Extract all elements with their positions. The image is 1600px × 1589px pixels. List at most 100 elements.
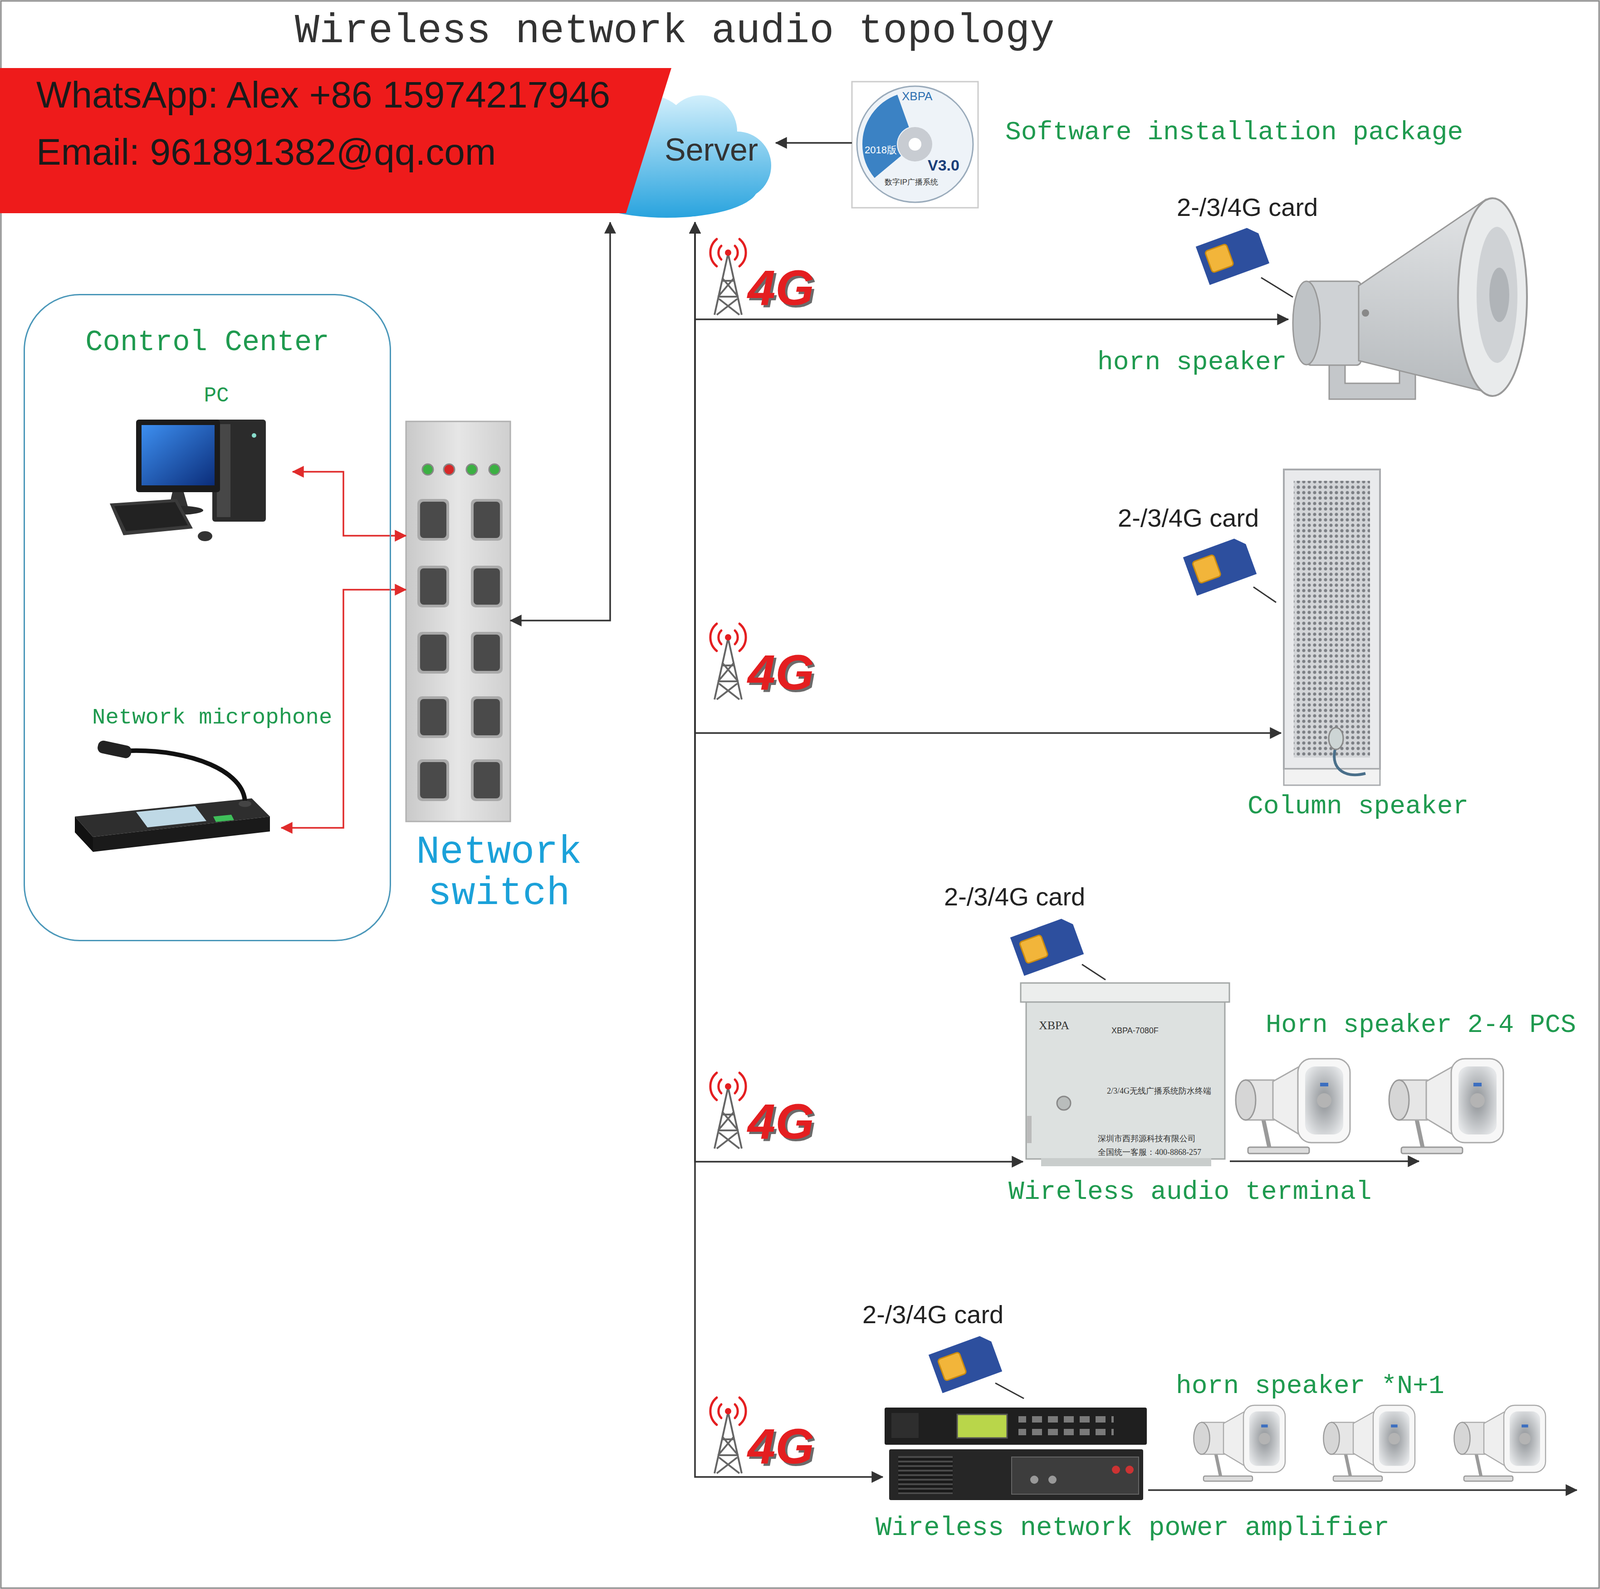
contact-text: Email: 961891382@qq.com: [36, 130, 496, 174]
network-switch-illustration: [470, 759, 503, 802]
sim-card-icon: [1195, 225, 1270, 285]
horn-speaker-array-illustration: [1193, 1405, 1546, 1482]
sim-card-icon: [928, 1333, 1003, 1394]
horn-speaker-illustration: [1361, 309, 1370, 317]
horn-speaker-illustration: [1458, 198, 1527, 397]
microphone-illustration: [96, 739, 133, 760]
horn-group-node: Horn speaker 2-4 PCS: [1230, 1052, 1512, 1162]
cabinet-text: 2/3/4G无线广播系统防水终端: [1106, 1086, 1212, 1097]
power-amplifier-illustration: [884, 1407, 1147, 1501]
node-label: Wireless audio terminal: [1008, 1177, 1372, 1208]
microphone-illustration: [238, 800, 252, 808]
disc-text: 数字IP广播系统: [884, 177, 939, 187]
power-amplifier-illustration: [1030, 1475, 1039, 1484]
microphone-illustration: [136, 806, 207, 828]
sim-card-label: 2-/3/4G card: [862, 1300, 1004, 1330]
microphone-node: Network microphone: [68, 730, 282, 853]
node-label: Control Center: [24, 326, 390, 360]
sim-card-icon: [1010, 915, 1084, 976]
horn-speaker-illustration: [1476, 226, 1518, 363]
cabinet-text: 全国统一客服：400-8868-257: [1097, 1147, 1202, 1158]
microphone-illustration: [213, 814, 235, 823]
column-speaker-illustration: [1293, 480, 1371, 758]
network-switch-illustration: [470, 631, 503, 674]
terminal-cabinet-illustration: [1041, 1158, 1212, 1167]
disc-text: XBPA: [901, 89, 933, 104]
pc-illustration: [109, 499, 193, 536]
horn-speaker-array-illustration: [1193, 1405, 1286, 1482]
network-switch-illustration: [470, 696, 503, 739]
terminal-cabinet-illustration: [1020, 983, 1230, 1167]
power-amplifier-illustration: [884, 1407, 1147, 1445]
horn-speaker-illustration: [1292, 281, 1321, 365]
pc-node: PC: [107, 410, 293, 547]
network-switch-illustration: [406, 421, 511, 822]
cabinet-text: XBPA-7080F: [1111, 1026, 1159, 1036]
network-switch-illustration: [417, 696, 450, 739]
power-amplifier-illustration: [1018, 1428, 1114, 1436]
network-switch-illustration: [443, 464, 455, 475]
network-badge: 4G: [747, 1421, 815, 1472]
network-switch-illustration: [417, 565, 450, 608]
network-switch-illustration: [466, 464, 478, 475]
pc-illustration: [109, 419, 266, 542]
sim-card-icon: [1019, 934, 1049, 964]
connector: [694, 222, 1289, 320]
power-amplifier-illustration: [957, 1414, 1008, 1439]
sim-card-icon: [1081, 964, 1106, 980]
horn-speaker-pair-illustration: [1235, 1058, 1351, 1154]
connector: [694, 222, 1023, 1162]
terminal-cabinet-illustration: [1027, 1115, 1032, 1144]
pc-illustration: [212, 419, 266, 522]
sim-card-icon: [1183, 535, 1257, 596]
horn-speaker-illustration: [1489, 267, 1510, 323]
pc-illustration: [197, 531, 213, 542]
node-label: PC: [193, 384, 240, 409]
software-disc-illustration: [851, 81, 979, 208]
connector: [292, 471, 407, 536]
sim-card-label: 2-/3/4G card: [1117, 503, 1259, 533]
pc-illustration: [141, 425, 215, 486]
power-amplifier-node: Wireless network power amplifier: [882, 1406, 1149, 1503]
network-switch-illustration: [422, 464, 434, 475]
sim-card-icon: [1253, 587, 1277, 603]
cell-tower-icon: [710, 239, 746, 1474]
network-switch-illustration: [417, 759, 450, 802]
microphone-illustration: [130, 750, 245, 803]
horn-array-node: horn speaker *N+1: [1179, 1399, 1577, 1493]
network-badge: 4G: [747, 262, 815, 313]
node-label: Column speaker: [1247, 791, 1469, 823]
power-amplifier-illustration: [1011, 1457, 1139, 1495]
network-switch-illustration: [417, 499, 450, 541]
column-speaker-illustration: [1283, 768, 1380, 786]
node-label: horn speaker *N+1: [1175, 1371, 1445, 1402]
microphone-illustration: [74, 816, 93, 852]
network-switch-illustration: [470, 565, 503, 608]
node-label: Horn speaker 2-4 PCS: [1265, 1010, 1576, 1041]
terminal-cabinet-illustration: [1026, 1000, 1225, 1160]
sim-card-icon: [1195, 225, 1270, 285]
pc-illustration: [136, 419, 221, 493]
connector: [1148, 1489, 1577, 1492]
sim-card-icon: [1010, 915, 1084, 976]
column-speaker-illustration: [1283, 469, 1380, 786]
node-label: Network microphone: [92, 704, 333, 731]
horn-speaker-array-illustration: [1323, 1405, 1415, 1482]
connector-layer: [281, 142, 1577, 1491]
pc-illustration: [251, 433, 257, 438]
node-label: Software installation package: [1005, 117, 1463, 148]
terminal-cabinet-illustration: [1020, 983, 1230, 1003]
sim-card-icon: [1204, 243, 1234, 273]
column-speaker-illustration: [1334, 746, 1366, 775]
power-amplifier-illustration: [1048, 1475, 1057, 1484]
node-label: Network switch: [403, 831, 595, 915]
connector: [694, 222, 1282, 734]
node-label: Wireless network power amplifier: [875, 1512, 1390, 1544]
node-label: Server: [664, 131, 759, 169]
network-badge: 4G: [747, 1096, 815, 1147]
cell-tower-icon: [710, 239, 746, 315]
diagram-title: Wireless network audio topology: [294, 8, 1055, 56]
connector: [694, 222, 883, 1478]
sim-card-icon: [1183, 535, 1257, 596]
disc-text: V3.0: [927, 156, 960, 175]
